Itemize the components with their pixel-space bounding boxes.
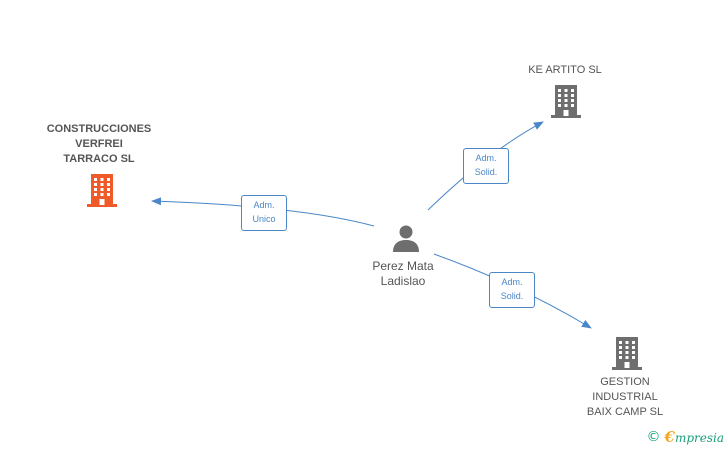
- gestion-label-line3: BAIX CAMP SL: [586, 406, 664, 418]
- brand-wordmark: €mpresia: [665, 428, 725, 446]
- person-label-line2: Ladislao: [380, 274, 426, 288]
- brand-name: mpresia: [674, 431, 724, 445]
- edge-label-to-gestion-line1: Adm.: [501, 277, 523, 287]
- edge-label-to-main-company-line2: Unico: [252, 214, 276, 224]
- edge-label-to-main-company-line1: Adm.: [253, 200, 275, 210]
- person-icon[interactable]: [391, 223, 421, 258]
- gestion-label[interactable]: GESTION INDUSTRIAL BAIX CAMP SL: [565, 375, 685, 420]
- gestion-label-line2: INDUSTRIAL: [592, 391, 658, 403]
- main-company-building-icon[interactable]: [86, 172, 118, 213]
- main-company-label-line1: CONSTRUCCIONES: [46, 123, 152, 135]
- gestion-building-icon[interactable]: [611, 335, 643, 376]
- main-company-label-line3: TARRACO SL: [63, 153, 135, 165]
- brand-logo: © €mpresia: [647, 428, 725, 446]
- copyright-icon: ©: [646, 429, 661, 445]
- edge-label-to-ke-artito-line2: Solid.: [474, 167, 498, 177]
- brand-initial: €: [664, 428, 675, 446]
- gestion-label-line1: GESTION: [600, 376, 650, 388]
- main-company-label-line2: VERFREI: [75, 138, 123, 150]
- ke-artito-label-line1: KE ARTITO SL: [528, 64, 602, 76]
- edge-label-to-ke-artito-line1: Adm.: [475, 153, 497, 163]
- ke-artito-label[interactable]: KE ARTITO SL: [505, 63, 625, 78]
- person-label-line1: Perez Mata: [372, 259, 434, 273]
- edge-label-to-ke-artito[interactable]: Adm. Solid.: [463, 148, 509, 184]
- person-label[interactable]: Perez Mata Ladislao: [343, 259, 463, 289]
- edge-label-to-gestion[interactable]: Adm. Solid.: [489, 272, 535, 308]
- edge-label-to-gestion-line2: Solid.: [500, 291, 524, 301]
- ke-artito-building-icon[interactable]: [550, 83, 582, 124]
- main-company-label[interactable]: CONSTRUCCIONES VERFREI TARRACO SL: [34, 122, 164, 167]
- edge-label-to-main-company[interactable]: Adm. Unico: [241, 195, 287, 231]
